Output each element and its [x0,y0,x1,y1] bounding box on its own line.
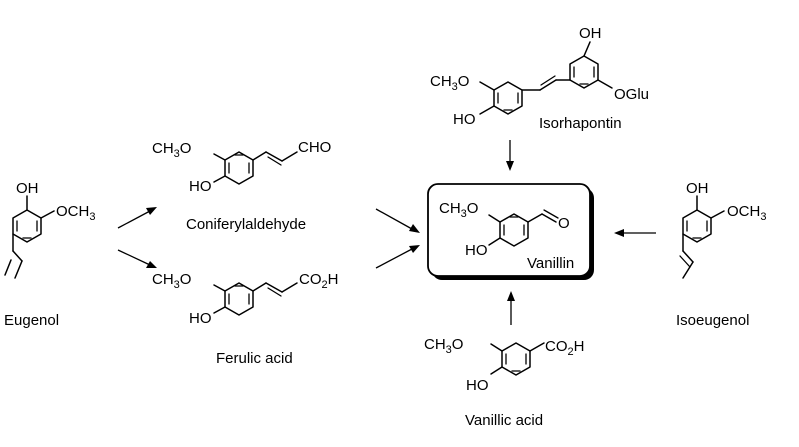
vanillin-box [427,183,594,280]
arrow-isoeugenol-to-vanillin [614,229,656,237]
ferulic-acid-ho-label: HO [189,310,212,327]
vanillic-acid-name: Vanillic acid [465,412,543,429]
isorhapontin-name: Isorhapontin [539,115,622,132]
ferulic-acid-name: Ferulic acid [216,350,293,367]
isorhapontin-oglu-label: OGlu [614,86,649,103]
vanillic-acid-co2h-label: CO2H [545,338,584,358]
vanillic-acid-och3-label: CH3O [424,336,463,356]
ferulic-acid-co2h-label: CO2H [299,271,338,291]
isorhapontin-structure: OH OGlu CH3O HO [430,25,649,128]
isorhapontin-oh-label: OH [579,25,602,42]
eugenol-oh-label: OH [16,180,39,197]
coniferylaldehyde-cho-label: CHO [298,139,331,156]
isorhapontin-ho-label: HO [453,111,476,128]
ferulic-acid-och3-label: CH3O [152,271,191,291]
isorhapontin-och3-label: CH3O [430,73,469,93]
vanillin-och3-label: CH3O [439,200,478,220]
vanillin-ho-label: HO [465,242,488,259]
eugenol-structure: OH OCH3 [4,180,95,279]
isoeugenol-oh-label: OH [686,180,709,197]
eugenol-name: Eugenol [4,312,59,329]
arrow-coniferylaldehyde-to-vanillin [375,208,420,233]
arrow-eugenol-to-ferulic-acid [117,249,157,268]
vanillin-name: Vanillin [527,255,574,272]
isoeugenol-name: Isoeugenol [676,312,749,329]
coniferylaldehyde-ho-label: HO [189,178,212,195]
vanillin-aldehyde-o-label: O [558,215,570,232]
arrow-isorhapontin-to-vanillin [506,140,514,171]
ferulic-acid-structure: CH3O HO CO2H [152,271,338,327]
coniferylaldehyde-name: Coniferylaldehyde [186,216,306,233]
arrow-eugenol-to-coniferylaldehyde [117,207,157,229]
isoeugenol-och3-label: OCH3 [727,203,766,223]
arrow-vanillic-acid-to-vanillin [507,291,515,325]
vanillic-acid-structure: CH3O HO CO2H [424,336,584,394]
vanillic-acid-ho-label: HO [466,377,489,394]
eugenol-och3-label: OCH3 [56,203,95,223]
coniferylaldehyde-och3-label: CH3O [152,140,191,160]
vanillin-structure: CH3O HO O [439,200,570,259]
arrow-ferulic-acid-to-vanillin [375,245,420,269]
coniferylaldehyde-structure: CH3O HO CHO [152,139,331,195]
isoeugenol-structure: OH OCH3 [679,180,766,279]
